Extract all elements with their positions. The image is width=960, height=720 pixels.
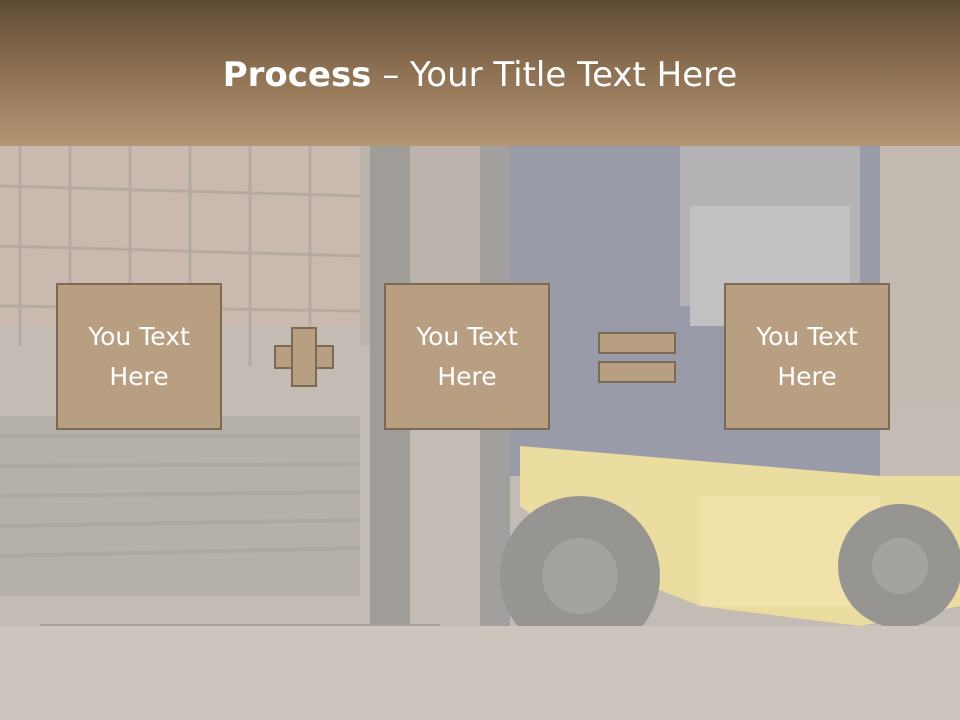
process-step-box-1: You Text Here [56,283,222,430]
step-1-text: You Text Here [88,321,190,391]
step-3-text: You Text Here [756,321,858,391]
title-banner: Process – Your Title Text Here [0,0,960,146]
process-step-box-2: You Text Here [384,283,550,430]
forklift-background-photo [0,146,960,720]
process-step-box-3: You Text Here [724,283,890,430]
title-rest: – Your Title Text Here [371,55,738,95]
step-2-text: You Text Here [416,321,518,391]
slide-title: Process – Your Title Text Here [0,52,960,98]
title-bold-word: Process [222,55,372,95]
